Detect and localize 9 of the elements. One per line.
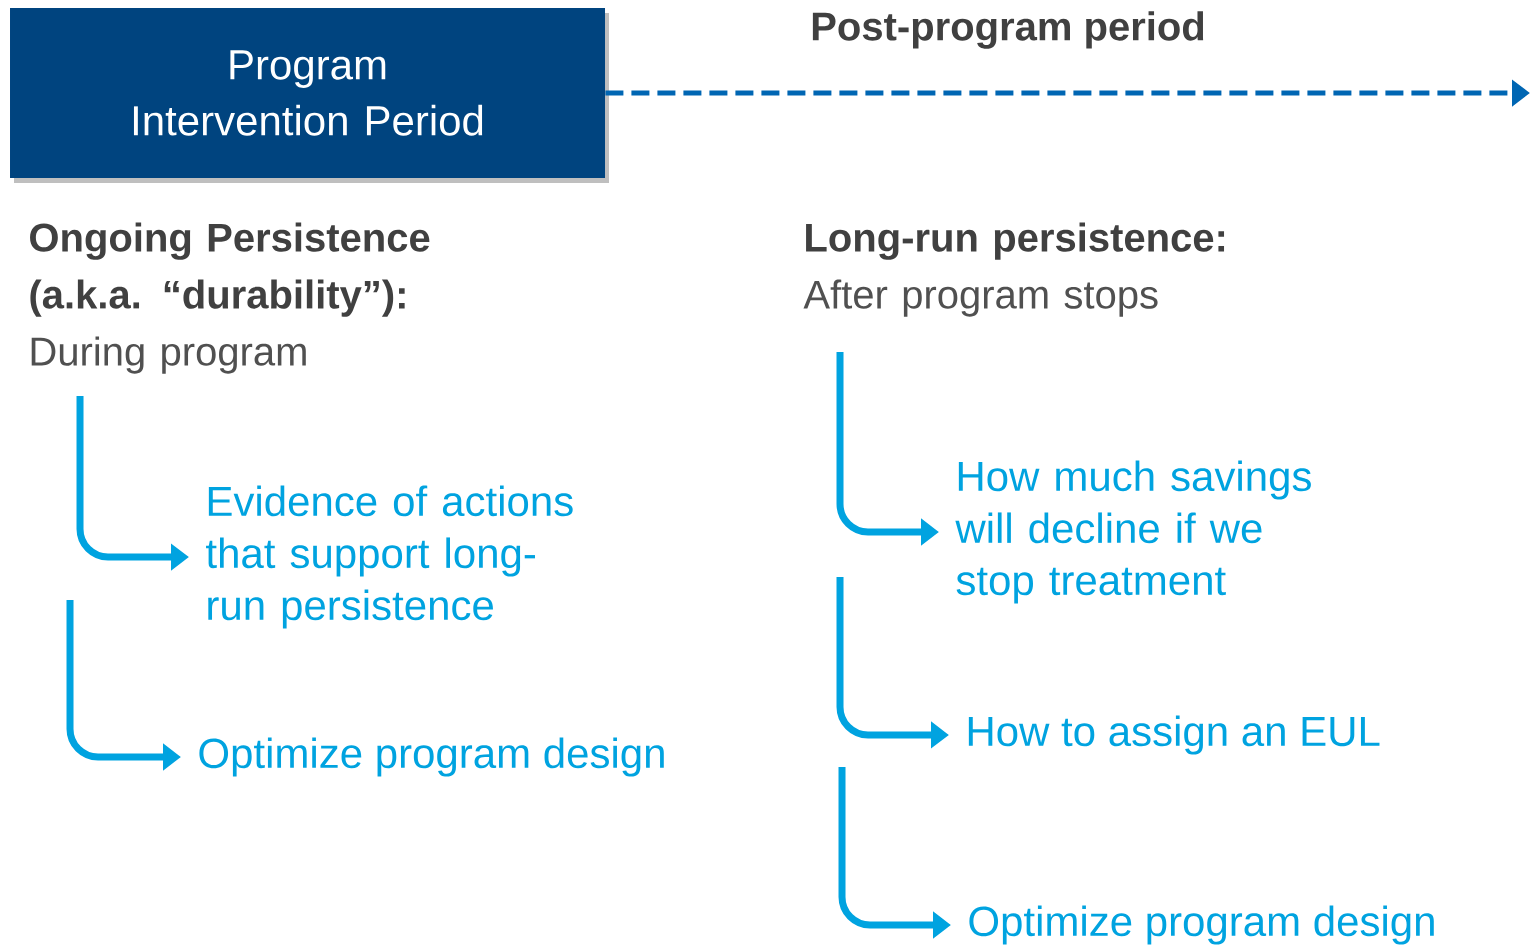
outcome-text: Optimize program design [199, 737, 664, 777]
outcome-text: How to assign an EUL [968, 715, 1380, 755]
heading-text: Ongoing Persistence (a.k.a. “durability”): During program [30, 222, 430, 374]
heading-text: Long-run persistence: After program stops [803, 222, 1225, 317]
period-label: Post-program period [812, 11, 1204, 49]
outcome-text: Evidence of actions that support long-run persistence [206, 485, 573, 629]
outcome-text: How much savings will decline if we stop treatment [955, 460, 1311, 604]
period-box: Program Intervention Period [10, 8, 609, 183]
outcome-text: Optimize program design [969, 905, 1434, 945]
